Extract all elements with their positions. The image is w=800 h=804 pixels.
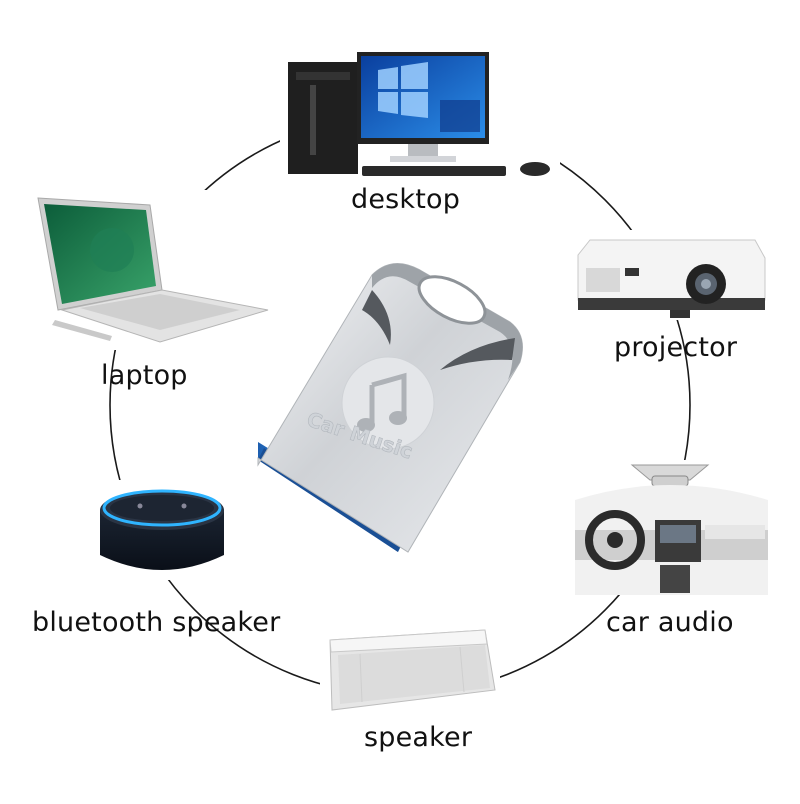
label-projector: projector xyxy=(614,332,738,363)
speaker-icon xyxy=(329,629,496,711)
car-dashboard-icon xyxy=(575,464,768,595)
desktop-computer-icon xyxy=(288,52,550,176)
smart-speaker-icon xyxy=(100,489,224,570)
projector-icon xyxy=(577,239,766,318)
label-desktop: desktop xyxy=(351,184,461,215)
usb-flash-drive: Car Music xyxy=(257,263,523,553)
label-bluetooth-speaker: bluetooth speaker xyxy=(32,607,281,638)
laptop-icon xyxy=(37,197,269,343)
label-laptop: laptop xyxy=(101,360,188,391)
label-car-audio: car audio xyxy=(606,607,734,638)
label-speaker: speaker xyxy=(364,722,473,753)
music-note-icon xyxy=(357,372,407,432)
